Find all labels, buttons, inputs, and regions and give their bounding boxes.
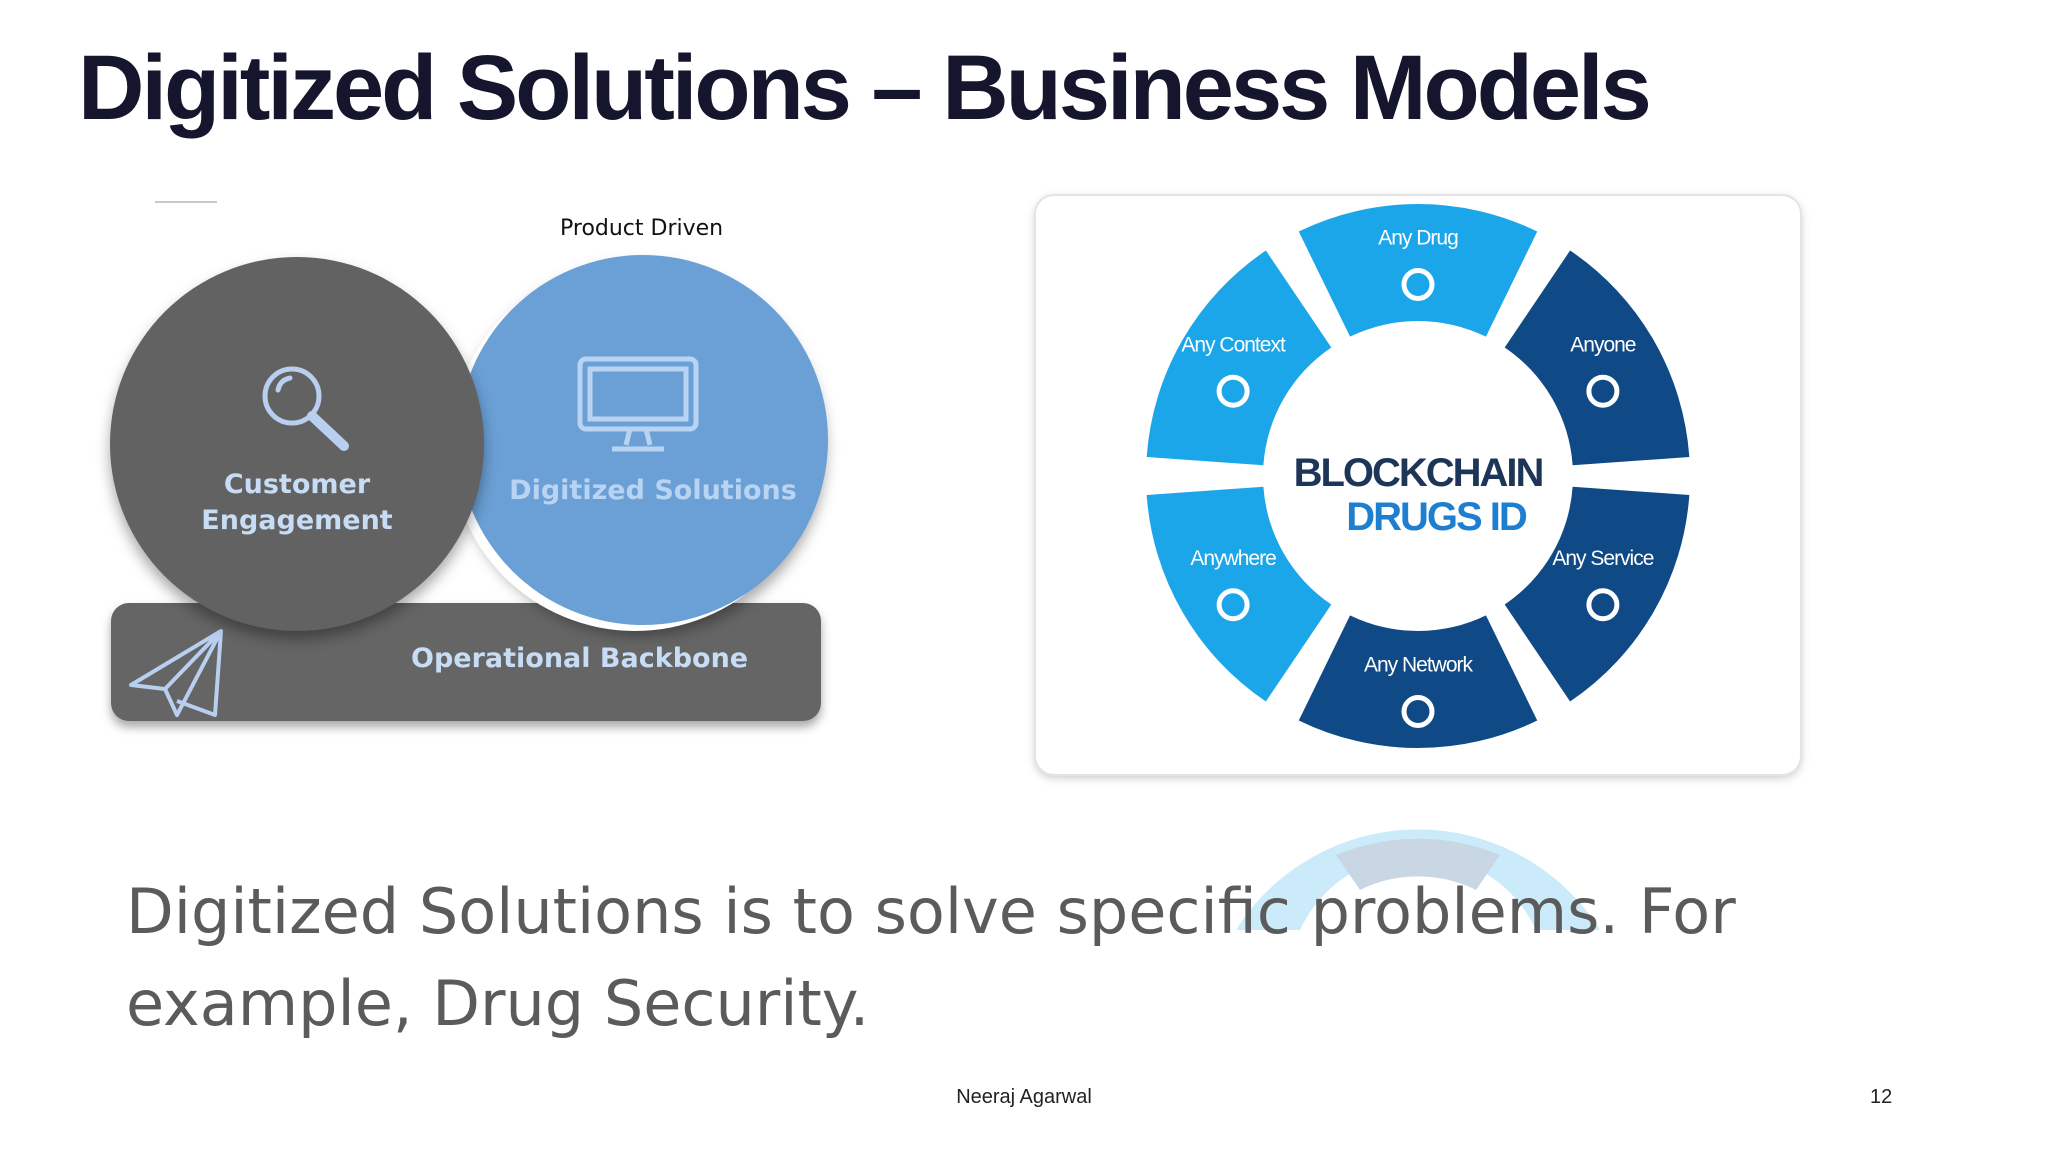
digitized-solutions-label: Digitized Solutions xyxy=(509,475,797,506)
segment-label-anywhere: Anywhere xyxy=(1190,547,1276,570)
ring-segment-any-context xyxy=(1146,250,1332,466)
digitized-solutions-circle: Digitized Solutions xyxy=(458,255,828,625)
segment-label-any-service: Any Service xyxy=(1552,547,1653,570)
segment-label-anyone: Anyone xyxy=(1570,333,1636,356)
center-title-line2: DRUGS ID xyxy=(1346,495,1527,539)
product-driven-label: Product Driven xyxy=(560,216,724,241)
body-text: Digitized Solutions is to solve specific… xyxy=(126,875,1736,1040)
spinner-icon xyxy=(1216,374,1250,408)
operational-backbone-bar: Operational Backbone xyxy=(111,603,821,721)
page-number: 12 xyxy=(1870,1086,1893,1108)
customer-engagement-label: Customer Engagement xyxy=(110,467,484,539)
image-reflection xyxy=(1036,780,1800,930)
segment-label-any-drug: Any Drug xyxy=(1378,227,1458,250)
monitor-icon xyxy=(577,356,699,452)
paper-plane-icon xyxy=(129,629,223,717)
search-icon xyxy=(262,366,349,451)
service-desk-icon xyxy=(1586,588,1620,622)
slide-title: Digitized Solutions – Business Models xyxy=(78,37,1652,139)
network-store-icon xyxy=(1401,695,1435,728)
segment-label-any-network: Any Network xyxy=(1364,654,1474,677)
customer-label-line2: Engagement xyxy=(201,505,393,536)
ring-segment-anyone xyxy=(1504,250,1690,466)
people-icon xyxy=(1586,374,1620,408)
ring-segment-any-network xyxy=(1298,615,1538,748)
operational-backbone-label: Operational Backbone xyxy=(411,643,749,674)
footer-author: Neeraj Agarwal xyxy=(956,1086,1092,1108)
center-title-line1: BLOCKCHAIN xyxy=(1294,451,1543,495)
customer-engagement-circle: Customer Engagement xyxy=(110,257,484,631)
divider-line xyxy=(155,201,217,203)
segment-label-any-context: Any Context xyxy=(1181,333,1286,356)
location-pin-icon xyxy=(1216,588,1250,622)
customer-label-line1: Customer xyxy=(223,469,371,500)
pill-icon xyxy=(1401,268,1435,301)
